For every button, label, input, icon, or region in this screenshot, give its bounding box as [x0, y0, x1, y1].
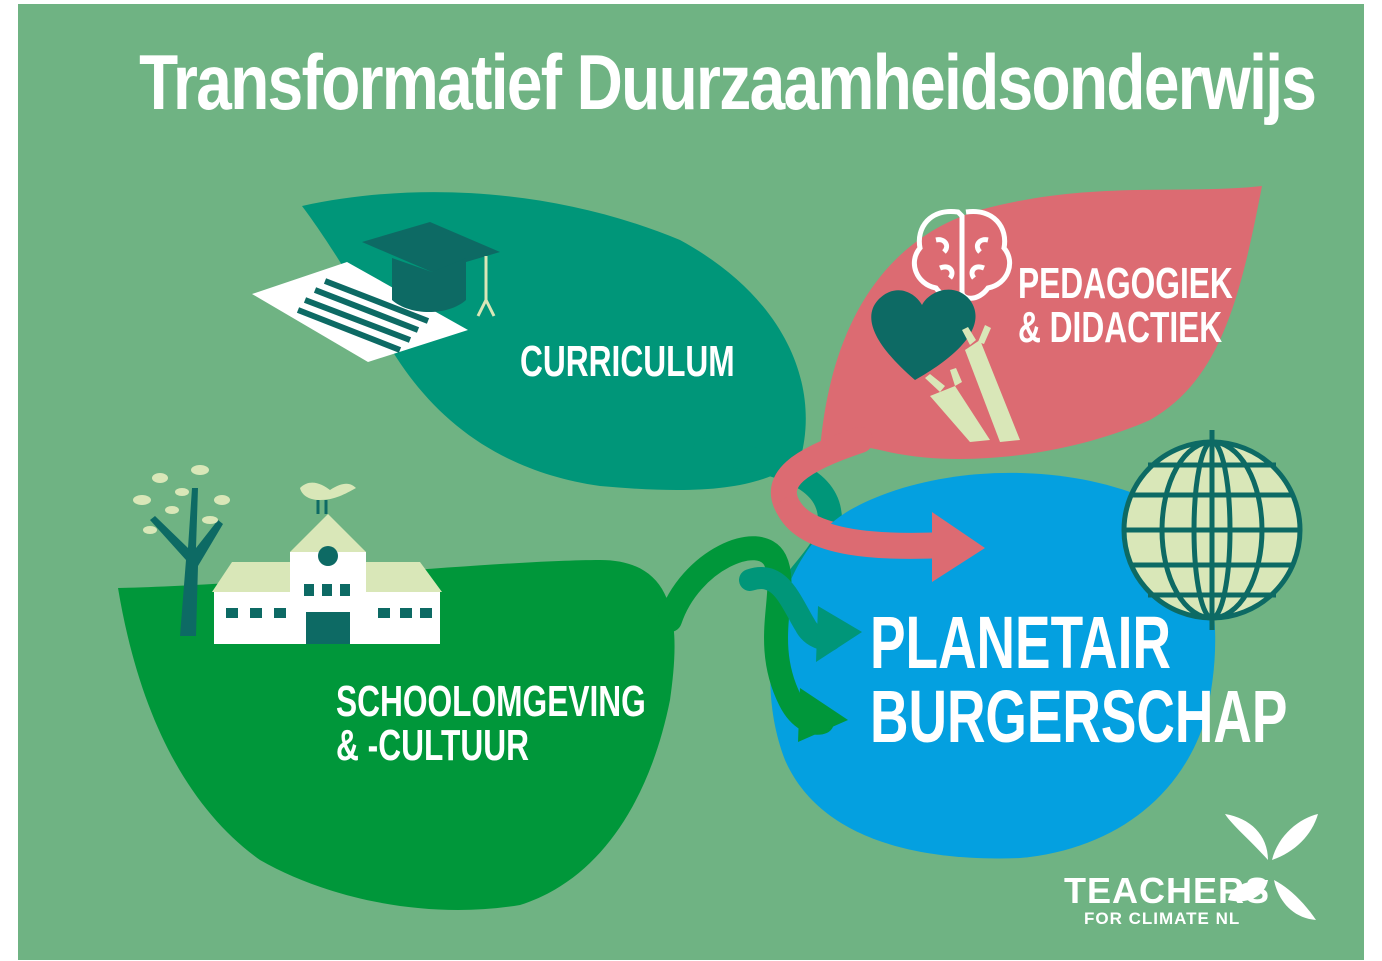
- school-label-line2: & -CULTUUR: [336, 721, 529, 770]
- school-label-line1: SCHOOLOMGEVING: [336, 677, 646, 726]
- diploma-icon: [252, 262, 468, 362]
- curriculum-arrowhead: [816, 606, 862, 662]
- curriculum-label: CURRICULUM: [520, 340, 735, 384]
- pedagogiek-leaf: [820, 186, 1262, 459]
- teachers-logo-icon: [1225, 814, 1318, 920]
- graduation-cap-icon: [362, 222, 500, 317]
- curriculum-label-text: CURRICULUM: [520, 337, 735, 386]
- planetair-label-line2: BURGERSCHAP: [870, 675, 1288, 758]
- hands-icon: [925, 325, 1020, 442]
- page-title: Transformatief Duurzaamheidsonderwijs: [139, 38, 1317, 126]
- school-leaf: [118, 560, 675, 910]
- pedagogiek-label: PEDAGOGIEK & DIDACTIEK: [1018, 262, 1233, 350]
- school-label: SCHOOLOMGEVING & -CULTUUR: [336, 680, 646, 768]
- logo-subtitle: FOR CLIMATE NL: [1084, 909, 1241, 928]
- planetair-blob: [770, 472, 1216, 859]
- bird-icon: [300, 482, 356, 514]
- pedagogiek-arrowhead: [932, 512, 985, 582]
- planetair-label: PLANETAIR BURGERSCHAP: [870, 606, 1287, 754]
- globe-icon: [1121, 430, 1303, 630]
- pedagogiek-label-line1: PEDAGOGIEK: [1018, 259, 1233, 308]
- heart-icon: [871, 289, 976, 380]
- planetair-label-line1: PLANETAIR: [870, 601, 1171, 684]
- pedagogiek-arrow-body: [777, 497, 958, 559]
- school-arrowhead: [798, 688, 848, 742]
- logo-name: TEACHERS: [1064, 870, 1271, 911]
- school-building-icon: [212, 514, 442, 644]
- pedagogiek-label-line2: & DIDACTIEK: [1018, 303, 1223, 352]
- tree-icon: [133, 465, 230, 636]
- brain-icon: [912, 209, 1012, 301]
